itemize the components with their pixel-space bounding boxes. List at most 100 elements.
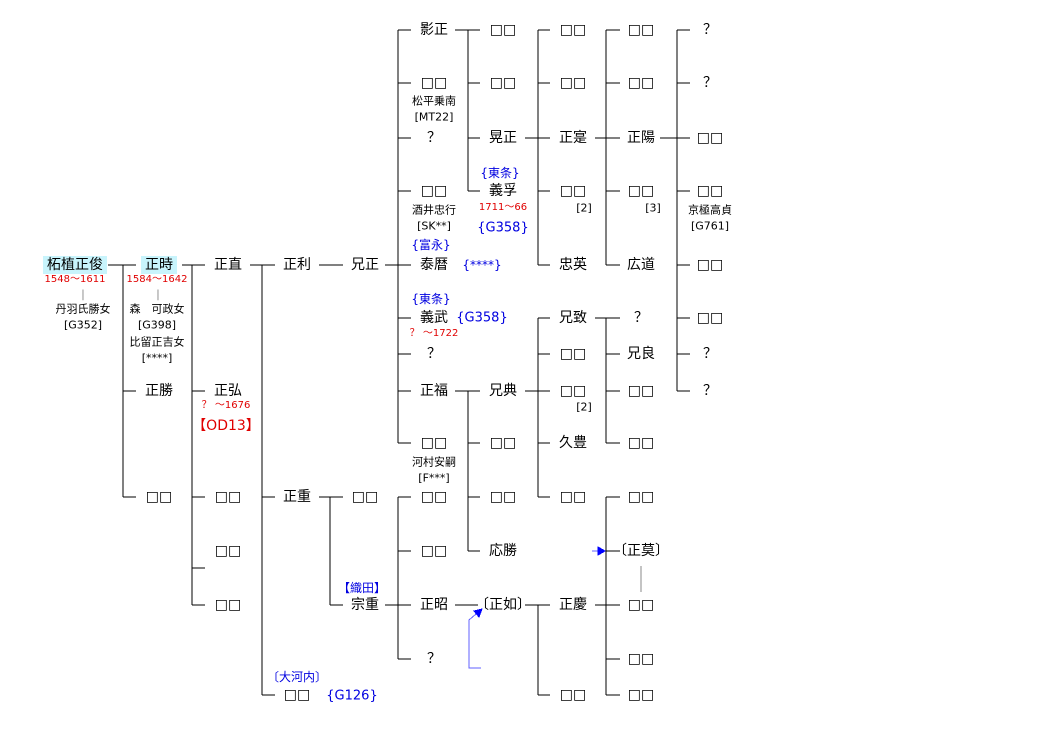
person[interactable]: □□ [420, 435, 448, 451]
person[interactable]: □□ [627, 22, 655, 38]
person[interactable]: □□ [351, 489, 379, 505]
person[interactable]: 正弘 [214, 383, 242, 399]
spouse-ref: [G398] [137, 318, 177, 332]
person[interactable]: □□ [214, 597, 242, 613]
years: 1548〜1611 [44, 274, 106, 285]
person[interactable]: □□ [696, 183, 724, 199]
person[interactable]: 正慶 [559, 597, 587, 613]
person[interactable]: □□ [696, 310, 724, 326]
person[interactable]: □□ [627, 435, 655, 451]
person[interactable]: 正昭 [420, 597, 448, 613]
person[interactable]: ？ [634, 310, 648, 326]
person[interactable]: □□ [489, 435, 517, 451]
person[interactable]: 泰暦 [420, 257, 448, 273]
person[interactable]: □□ [559, 183, 587, 199]
person[interactable]: □□ [420, 543, 448, 559]
person[interactable]: ？ [427, 651, 441, 667]
person[interactable]: □□ [627, 597, 655, 613]
years: ？ 〜1722 [409, 328, 459, 339]
person[interactable]: □□ [559, 687, 587, 703]
person[interactable]: 影正 [420, 22, 448, 38]
person[interactable]: 正利 [283, 257, 311, 273]
person[interactable]: 正福 [420, 383, 448, 399]
person[interactable]: 兄正 [351, 257, 379, 273]
person[interactable]: ？ [703, 22, 717, 38]
person[interactable]: □□ [559, 22, 587, 38]
adoption-ref: [MT22] [414, 110, 454, 124]
person[interactable]: □□ [627, 75, 655, 91]
person[interactable]: 〔正莫〕 [613, 543, 669, 559]
clan-label: {東条} [411, 292, 451, 306]
marriage-bar: | [156, 287, 160, 301]
person[interactable]: □□ [627, 183, 655, 199]
person[interactable]: ？ [427, 346, 441, 362]
count-note: [2] [576, 400, 592, 414]
person[interactable]: ？ [427, 130, 441, 146]
arrow-icon [597, 546, 607, 556]
person[interactable]: 義武 [420, 310, 448, 326]
person[interactable]: 正重 [283, 489, 311, 505]
person[interactable]: □□ [627, 489, 655, 505]
spouse: 比留正吉女 [129, 335, 185, 349]
person[interactable]: □□ [627, 383, 655, 399]
person[interactable]: 正直 [214, 257, 242, 273]
adoption-note: 京極高貞 [688, 203, 732, 217]
person[interactable]: 宗重 [351, 597, 379, 613]
clan-label: {富永} [411, 238, 451, 252]
person[interactable]: 正寔 [559, 130, 587, 146]
ref-link[interactable]: {G358} [477, 220, 529, 236]
person[interactable]: 晃正 [489, 130, 517, 146]
person[interactable]: □□ [696, 257, 724, 273]
person[interactable]: □□ [489, 489, 517, 505]
person[interactable]: 兄致 [559, 310, 587, 326]
person[interactable]: □□ [214, 489, 242, 505]
person[interactable]: 〔正如〕 [475, 597, 531, 613]
person[interactable]: □□ [627, 651, 655, 667]
years: 1584〜1642 [126, 274, 188, 285]
person[interactable]: ？ [703, 383, 717, 399]
person[interactable]: 正陽 [627, 130, 655, 146]
ref-link[interactable]: 【OD13】 [192, 418, 260, 434]
person[interactable]: □□ [420, 75, 448, 91]
person[interactable]: □□ [145, 489, 173, 505]
person[interactable]: □□ [559, 489, 587, 505]
person[interactable]: □□ [214, 543, 242, 559]
person[interactable]: □□ [283, 687, 311, 703]
person[interactable]: 正勝 [145, 383, 173, 399]
person-tsuge-masatoshi[interactable]: 柘植正俊 [43, 256, 107, 274]
person[interactable]: 応勝 [489, 543, 517, 559]
person[interactable]: □□ [489, 75, 517, 91]
person[interactable]: □□ [559, 75, 587, 91]
adoption-ref: [F***] [418, 471, 450, 485]
person[interactable]: □□ [559, 383, 587, 399]
adoption-ref: [SK**] [417, 219, 451, 233]
person[interactable]: 兄典 [489, 383, 517, 399]
ref-link[interactable]: {****} [462, 258, 502, 272]
marriage-bar: | [81, 287, 85, 301]
person[interactable]: □□ [489, 22, 517, 38]
person[interactable]: 兄良 [627, 346, 655, 362]
spouse: 丹羽氏勝女 [55, 302, 111, 316]
person[interactable]: ？ [703, 346, 717, 362]
adoption-note: 松平乗南 [412, 94, 456, 108]
person[interactable]: 義孚 [489, 183, 517, 199]
person[interactable]: □□ [420, 489, 448, 505]
person-masatoki[interactable]: 正時 [141, 256, 177, 274]
clan-label: 〔大河内〕 [266, 670, 328, 684]
person[interactable]: ？ [703, 75, 717, 91]
person[interactable]: □□ [627, 687, 655, 703]
count-note: [3] [645, 201, 661, 215]
person[interactable]: 久豊 [559, 435, 587, 451]
person[interactable]: □□ [420, 183, 448, 199]
person[interactable]: 広道 [627, 257, 655, 273]
person[interactable]: □□ [696, 130, 724, 146]
ref-link[interactable]: {G358} [456, 310, 508, 326]
person[interactable]: □□ [559, 346, 587, 362]
spouse: 森 可政女 [129, 302, 185, 316]
adoption-ref: [G761] [690, 219, 730, 233]
ref-link[interactable]: {G126} [326, 688, 378, 704]
person[interactable]: 忠英 [559, 257, 587, 273]
adoption-note: 河村安嗣 [412, 455, 456, 469]
link-arrow [468, 613, 481, 669]
